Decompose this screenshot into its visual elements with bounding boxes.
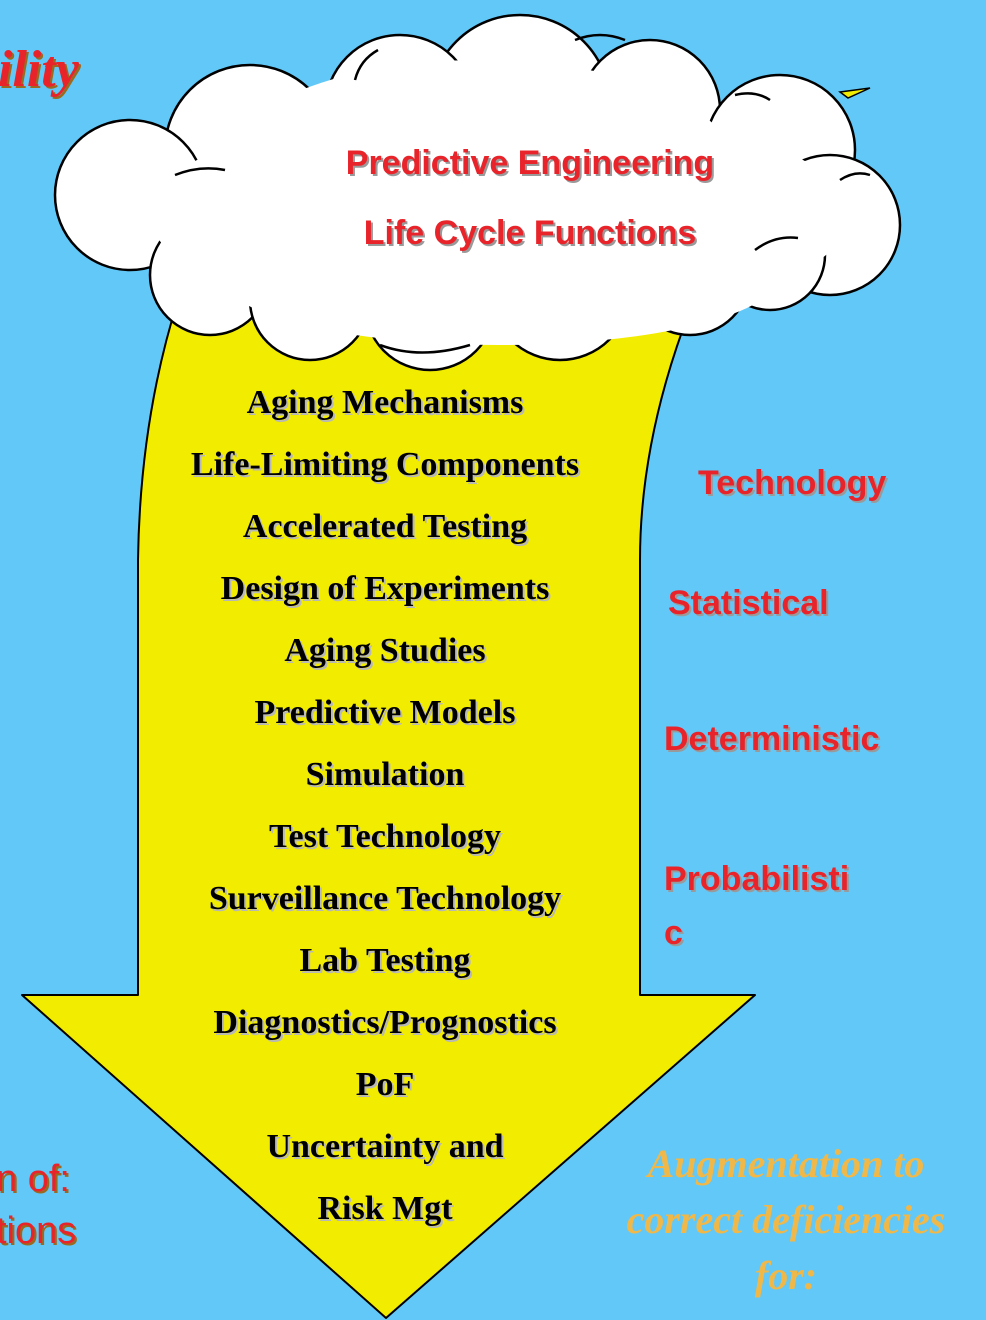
list-item: Uncertainty and — [266, 1128, 504, 1165]
list-item: Accelerated Testing — [242, 508, 528, 545]
list-item: Lab Testing — [299, 942, 471, 979]
list-item: Simulation — [305, 756, 465, 793]
left-fragment-line2: tions — [0, 1210, 77, 1252]
cloud-title: Predictive Engineering Life Cycle Functi… — [250, 138, 810, 258]
reliability-fragment: ility — [0, 41, 79, 98]
label-statistical: Statistical — [668, 584, 829, 622]
cloud-title-line2: Life Cycle Functions — [363, 214, 697, 252]
label-deterministic: Deterministic — [664, 720, 880, 758]
augmentation-line2: correct deficiencies — [626, 1197, 946, 1242]
augmentation-line1: Augmentation to — [647, 1141, 925, 1186]
list-item: Risk Mgt — [317, 1190, 453, 1227]
list-item: Predictive Models — [254, 694, 516, 731]
list-item: Aging Mechanisms — [246, 384, 524, 421]
augmentation-note: Augmentation to correct deficiencies for… — [586, 1136, 986, 1304]
list-item: PoF — [355, 1066, 415, 1103]
label-probabilistic-line2: c — [664, 914, 683, 952]
list-item: Design of Experiments — [220, 570, 550, 607]
list-item: Life-Limiting Components — [190, 446, 580, 483]
list-item: Test Technology — [268, 818, 502, 855]
cloud-title-line1: Predictive Engineering — [345, 144, 715, 182]
label-technology: Technology — [698, 464, 887, 502]
arrow-item-list: Aging Mechanisms Life-Limiting Component… — [140, 372, 630, 1240]
label-probabilistic-line1: Probabilisti — [664, 860, 850, 898]
left-fragment-line1: n of: — [0, 1158, 70, 1200]
list-item: Diagnostics/Prognostics — [213, 1004, 557, 1041]
augmentation-line3: for: — [754, 1253, 818, 1298]
list-item: Surveillance Technology — [208, 880, 562, 917]
curved-down-arrow — [21, 299, 756, 1319]
list-item: Aging Studies — [284, 632, 486, 669]
highlight-wedge — [838, 87, 871, 99]
